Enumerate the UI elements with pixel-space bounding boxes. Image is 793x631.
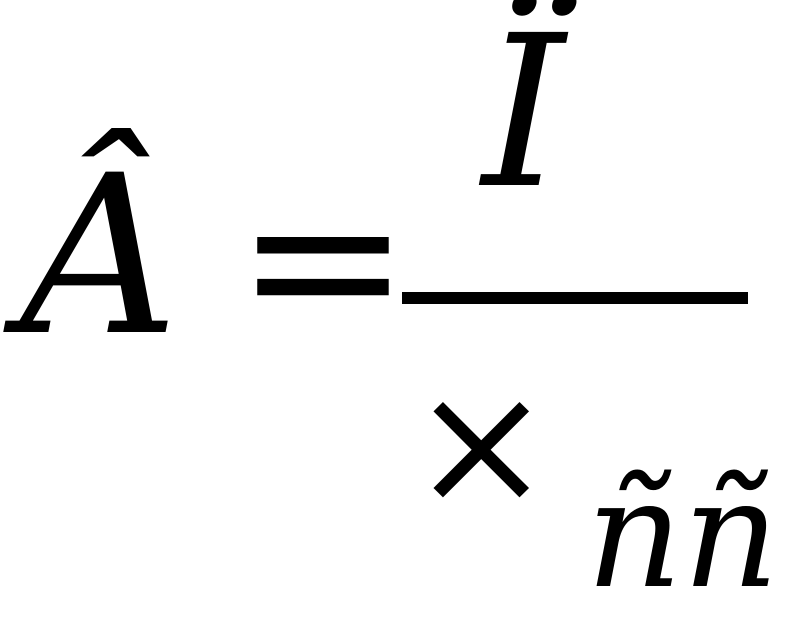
fraction-numerator: Ï (482, 0, 565, 235)
equation-lhs: Â (20, 128, 179, 384)
equals-sign: = (235, 137, 411, 382)
fraction-denominator: × (410, 346, 553, 544)
fraction-bar (402, 292, 748, 304)
denominator-subscript: ññ (586, 448, 780, 622)
